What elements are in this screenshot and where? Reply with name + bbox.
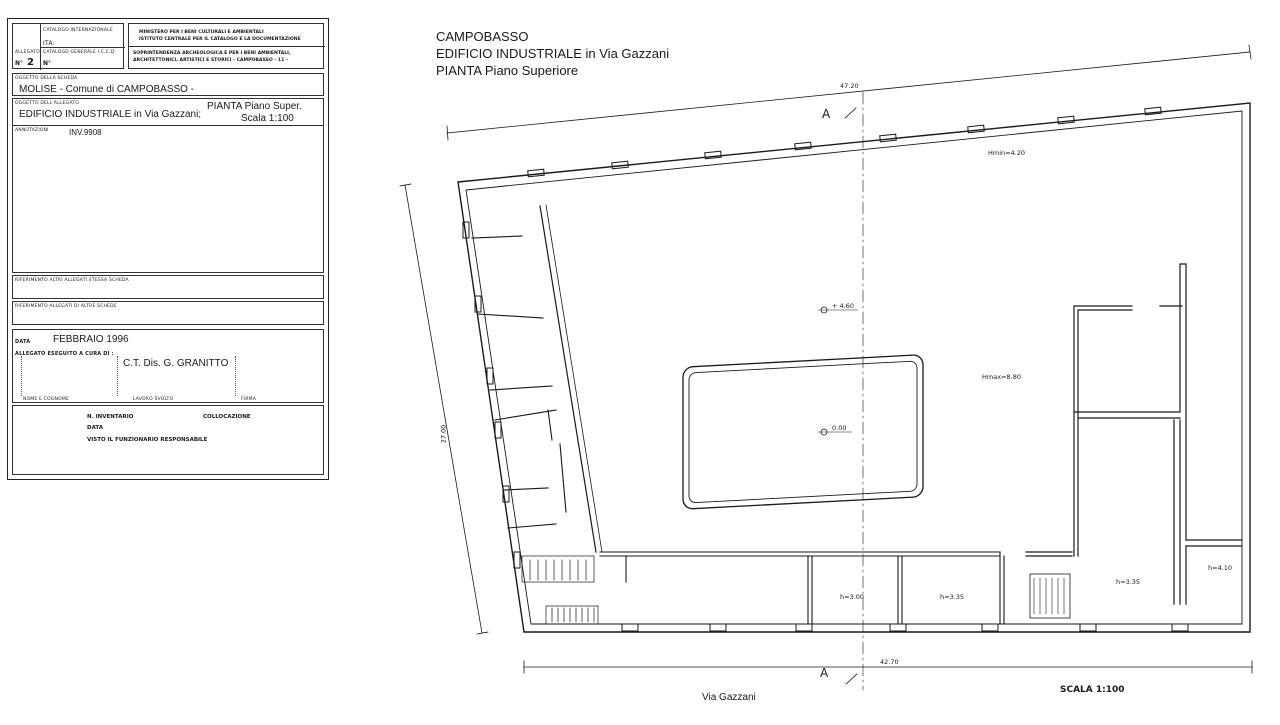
lavoro-label: LAVORO SVOLTO [133,397,174,402]
left-pilasters [462,221,521,569]
annotazioni-cell: ANNOTAZIONI INV.9908 [12,125,324,273]
level-label-zero: 0.00 [832,424,847,432]
h335a-label: h=3.35 [940,593,965,601]
dotted-divider-2 [235,356,236,396]
data-value: FEBBRAIO 1996 [53,334,129,345]
data2-label: DATA [87,425,103,431]
data-cell: DATA FEBBRAIO 1996 ALLEGATO ESEGUITO A C… [12,329,324,403]
h300-label: h=3.00 [840,593,865,601]
plan-title-line-1: CAMPOBASSO [436,29,529,44]
level-label-upper: + 4.60 [832,302,854,310]
dim-label-bottom: 42.70 [880,658,899,666]
pianta-value: PIANTA Piano Super. [207,101,302,112]
stair-left [521,555,599,625]
rif-stessa-label: RIFERIMENTO ALTRI ALLEGATI STESSA SCHEDA [15,278,129,283]
oggetto-scheda-label: OGGETTO DELLA SCHEDA [15,76,78,81]
dim-label-top: 47.20 [840,82,859,90]
corridor-cross-walls [471,235,567,529]
rif-altre-cell: RIFERIMENTO ALLEGATI DI ALTRE SCHEDE [12,301,324,325]
n-small-label: N° [43,60,52,67]
scale-label: SCALA 1:100 [1060,685,1125,695]
allegato-label: ALLEGATO [15,50,41,55]
inventario-cell: N. INVENTARIO COLLOCAZIONE DATA VISTO IL… [12,405,324,475]
hmax-label: Hmax=8.80 [982,373,1021,381]
annotazioni-label: ANNOTAZIONI [15,128,49,133]
top-pilasters [527,106,1162,178]
annotazioni-value: INV.9908 [69,128,102,137]
istituto-text: ISTITUTO CENTRALE PER IL CATALOGO E LA D… [139,37,301,42]
street-label: Via Gazzani [702,692,756,703]
data-label: DATA [15,339,31,345]
plan-title-line-3: PIANTA Piano Superiore [436,63,579,78]
ita-label: ITA: [43,40,55,47]
inventario-label: N. INVENTARIO [87,414,134,420]
inner-hline [40,47,125,48]
nome-label: NOME E COGNOME [23,397,69,402]
catalogo-generale-label: CATALOGO GENERALE I.C.C.D. [43,50,117,55]
h335b-label: h=3.35 [1116,578,1141,586]
oggetto-scheda-cell: OGGETTO DELLA SCHEDA MOLISE - Comune di … [12,73,324,96]
bottom-rooms [599,551,1005,625]
allegato-number: 2 [27,57,34,68]
section-label-bottom: A [820,666,829,680]
visto-label: VISTO IL FUNZIONARIO RESPONSABILE [87,437,208,443]
n-label: N° [15,60,24,67]
inner-wall [465,110,1243,625]
dotted-divider-3 [21,356,22,396]
ministero-text: MINISTERO PER I BENI CULTURALI E AMBIENT… [139,30,264,35]
central-void-inner [688,360,918,503]
header-right-cell: MINISTERO PER I BENI CULTURALI E AMBIENT… [128,23,325,69]
header-left-cell: CATALOGO INTERNAZIONALE ITA: ALLEGATO CA… [12,23,125,70]
rif-stessa-cell: RIFERIMENTO ALTRI ALLEGATI STESSA SCHEDA [12,275,324,299]
eseguito-label: ALLEGATO ESEGUITO A CURA DI : [15,351,114,357]
hmin-label: Hmin=4.20 [988,149,1026,157]
plan-title: CAMPOBASSO EDIFICIO INDUSTRIALE in Via G… [436,28,669,79]
plan-title-line-2: EDIFICIO INDUSTRIALE in Via Gazzani [436,46,670,61]
catalogo-internazionale-label: CATALOGO INTERNAZIONALE [43,28,113,33]
oggetto-scheda-value: MOLISE - Comune di CAMPOBASSO - [19,84,195,95]
bottom-pilasters [621,623,1189,632]
firma-label: FIRMA [241,397,257,402]
header-right-hline [129,46,325,47]
dim-label-left: 27.00 [439,424,448,444]
soprintendenza-text-2: ARCHITETTONICI, ARTISTICI E STORICI - CA… [133,58,288,63]
corridor-wall [539,205,597,553]
soprintendenza-text-1: SOPRINTENDENZA ARCHEOLOGICA E PER I BENI… [133,51,291,56]
dotted-divider-1 [117,356,118,396]
oggetto-allegato-value: EDIFICIO INDUSTRIALE in Via Gazzani; [19,109,202,120]
dim-line-top [446,51,1251,134]
scala-value: Scala 1:100 [241,113,294,124]
outer-wall [457,102,1251,633]
h410-label: h=4.10 [1208,564,1233,572]
right-rooms [1025,263,1243,619]
collocazione-label: COLLOCAZIONE [203,414,251,420]
catalog-card: CATALOGO INTERNAZIONALE ITA: ALLEGATO CA… [7,18,329,480]
oggetto-allegato-label: OGGETTO DELL'ALLEGATO [15,101,79,106]
rif-altre-label: RIFERIMENTO ALLEGATI DI ALTRE SCHEDE [15,304,117,309]
dim-line-left [404,184,483,634]
section-label-top: A [822,107,831,121]
eseguito-value: C.T. Dis. G. GRANITTO [123,358,229,369]
central-void-outer [682,354,924,510]
